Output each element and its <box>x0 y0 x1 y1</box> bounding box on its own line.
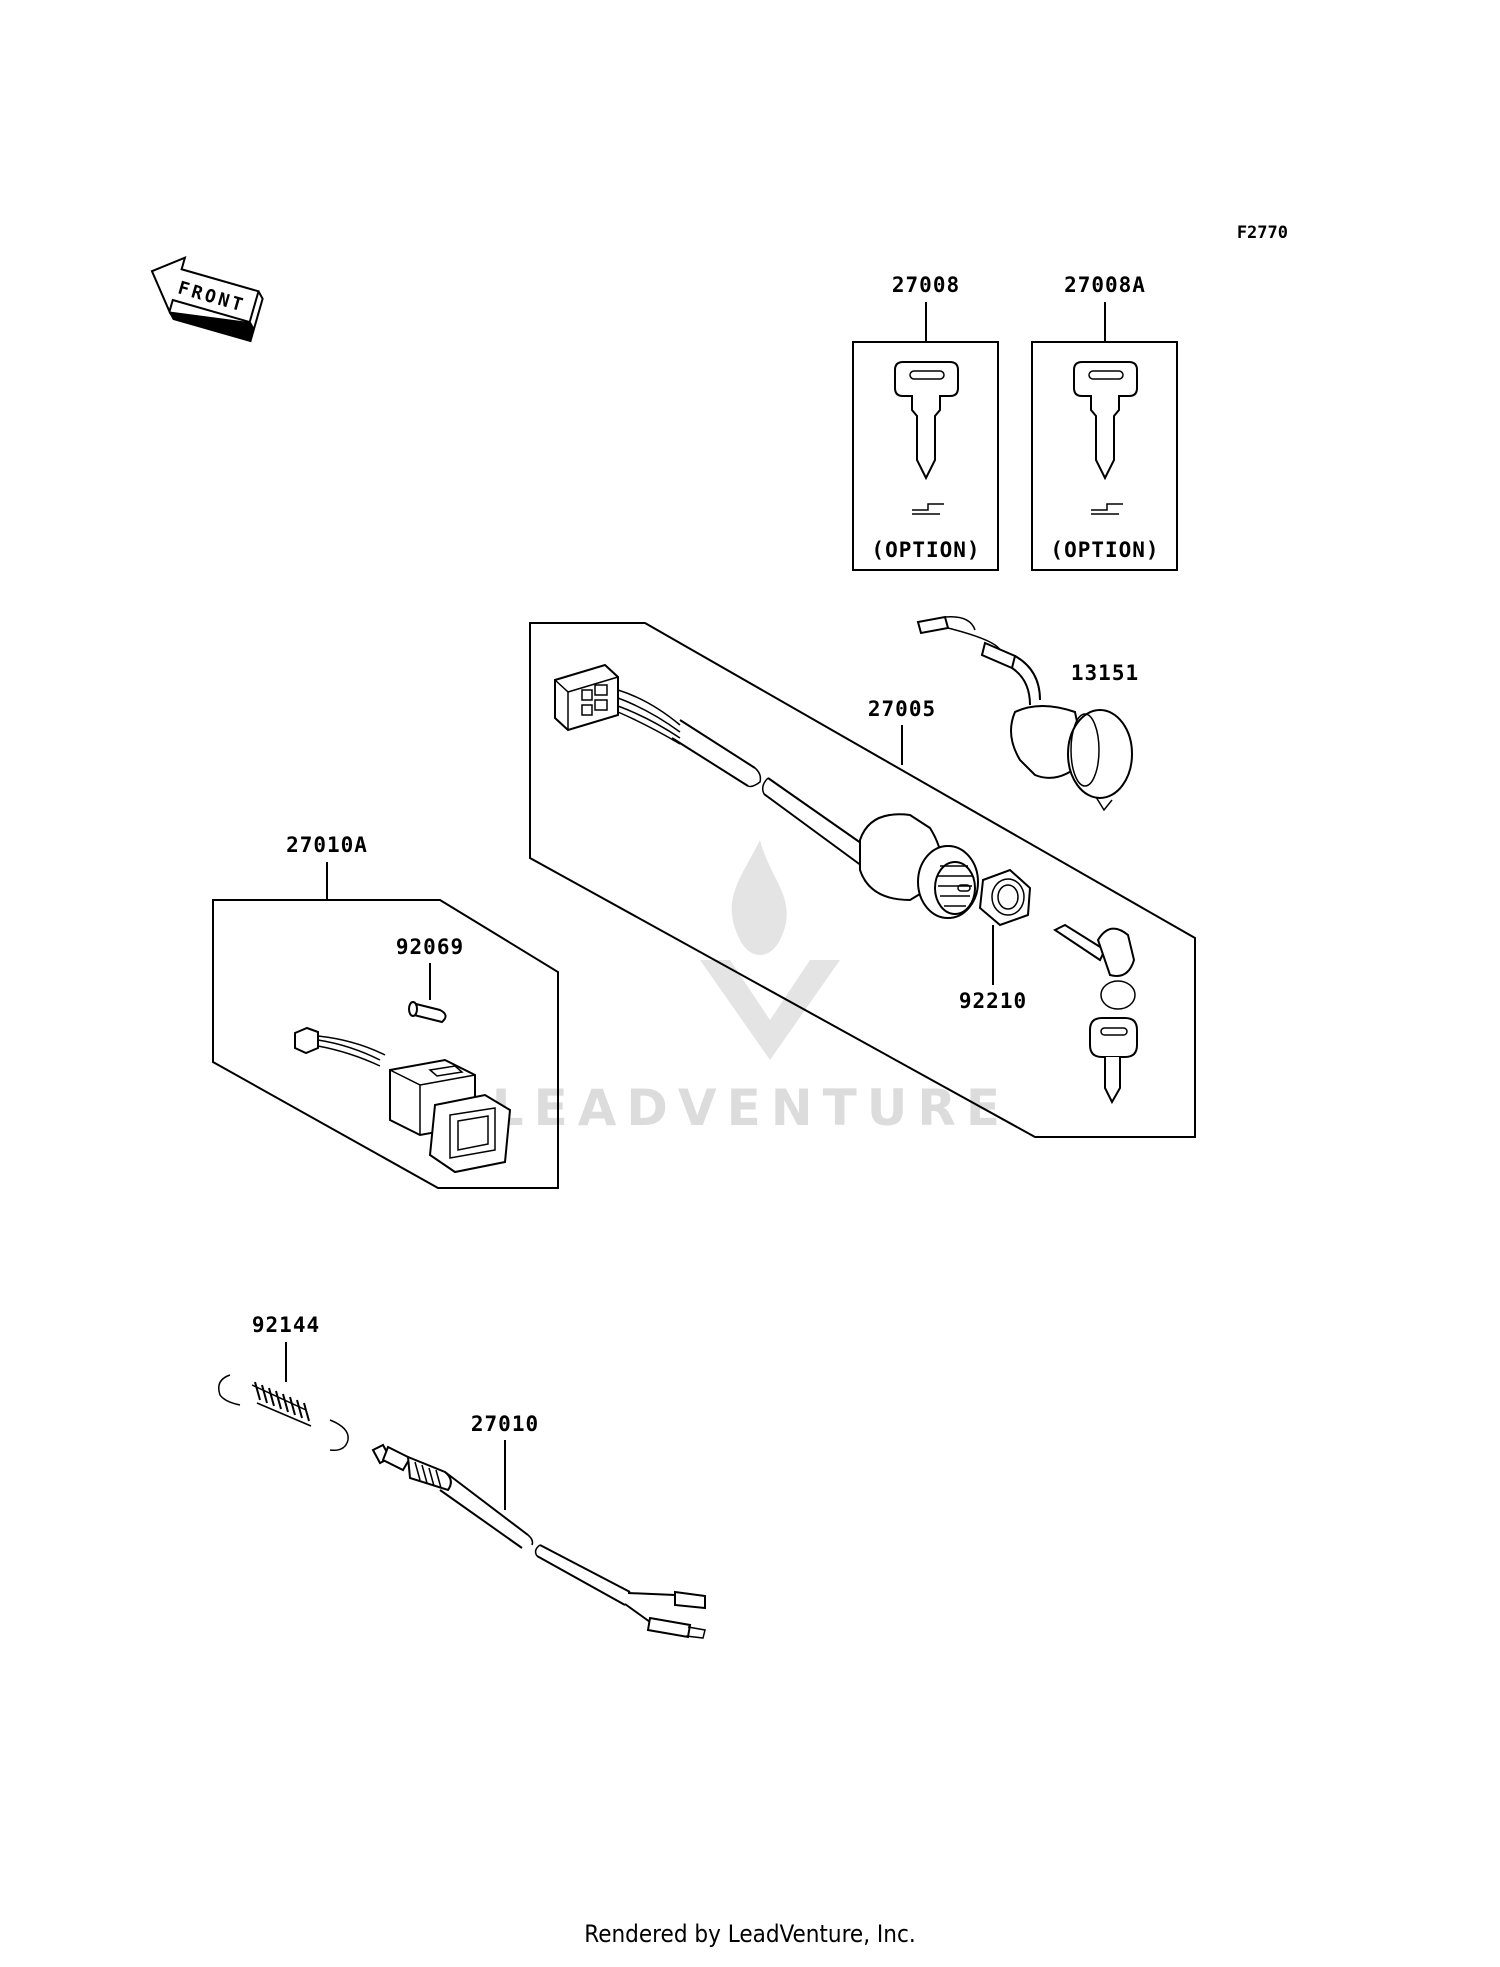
socket-13151-group[interactable]: 13151 <box>916 615 1139 812</box>
part-label-92069[interactable]: 92069 <box>396 935 464 959</box>
option-label-27008a: (OPTION) <box>1050 538 1159 562</box>
figure-code: F2770 <box>1237 223 1288 243</box>
part-label-92144[interactable]: 92144 <box>252 1313 320 1337</box>
watermark-text: LEADVENTURE <box>492 1079 1010 1137</box>
nut-92210-group[interactable]: 92210 <box>959 868 1032 1013</box>
front-arrow-icon: FRONT <box>150 256 264 343</box>
part-label-27008a[interactable]: 27008A <box>1064 273 1146 297</box>
socket-icon <box>916 615 1133 812</box>
key-icon <box>1073 361 1138 515</box>
switch-27010-group[interactable]: 27010 <box>371 1412 706 1639</box>
part-label-27008[interactable]: 27008 <box>892 273 960 297</box>
part-label-27005[interactable]: 27005 <box>868 697 936 721</box>
option-label-27008: (OPTION) <box>871 538 980 562</box>
part-label-27010a[interactable]: 27010A <box>286 833 368 857</box>
option-box-27008a <box>1031 341 1178 571</box>
assembly-box-27005 <box>529 622 1196 1138</box>
ignition-switch-icon <box>859 813 979 919</box>
spring-92144-group[interactable]: 92144 <box>218 1313 349 1452</box>
part-label-27010[interactable]: 27010 <box>471 1412 539 1436</box>
bulb-icon <box>408 1001 447 1024</box>
spring-icon <box>218 1374 349 1452</box>
option-box-27008 <box>852 341 999 571</box>
footer-credit: Rendered by LeadVenture, Inc. <box>584 1920 916 1948</box>
stop-switch-icon <box>371 1443 706 1639</box>
key-icon <box>894 361 959 515</box>
key-27008a-group[interactable]: 27008A (OPTION) <box>1031 273 1178 571</box>
cable-icon <box>671 719 869 867</box>
watermark: LEADVENTURE <box>492 840 1010 1137</box>
bulb-92069-group[interactable]: 92069 <box>396 935 464 1024</box>
nut-icon <box>978 868 1032 927</box>
part-label-13151[interactable]: 13151 <box>1071 661 1139 685</box>
connector-icon <box>554 663 681 745</box>
assembly-box-27010a <box>212 899 559 1189</box>
rocker-switch-icon <box>294 1026 512 1174</box>
key-pair-icon <box>1053 923 1138 1105</box>
key-27008-group[interactable]: 27008 (OPTION) <box>852 273 999 571</box>
part-label-92210[interactable]: 92210 <box>959 989 1027 1013</box>
